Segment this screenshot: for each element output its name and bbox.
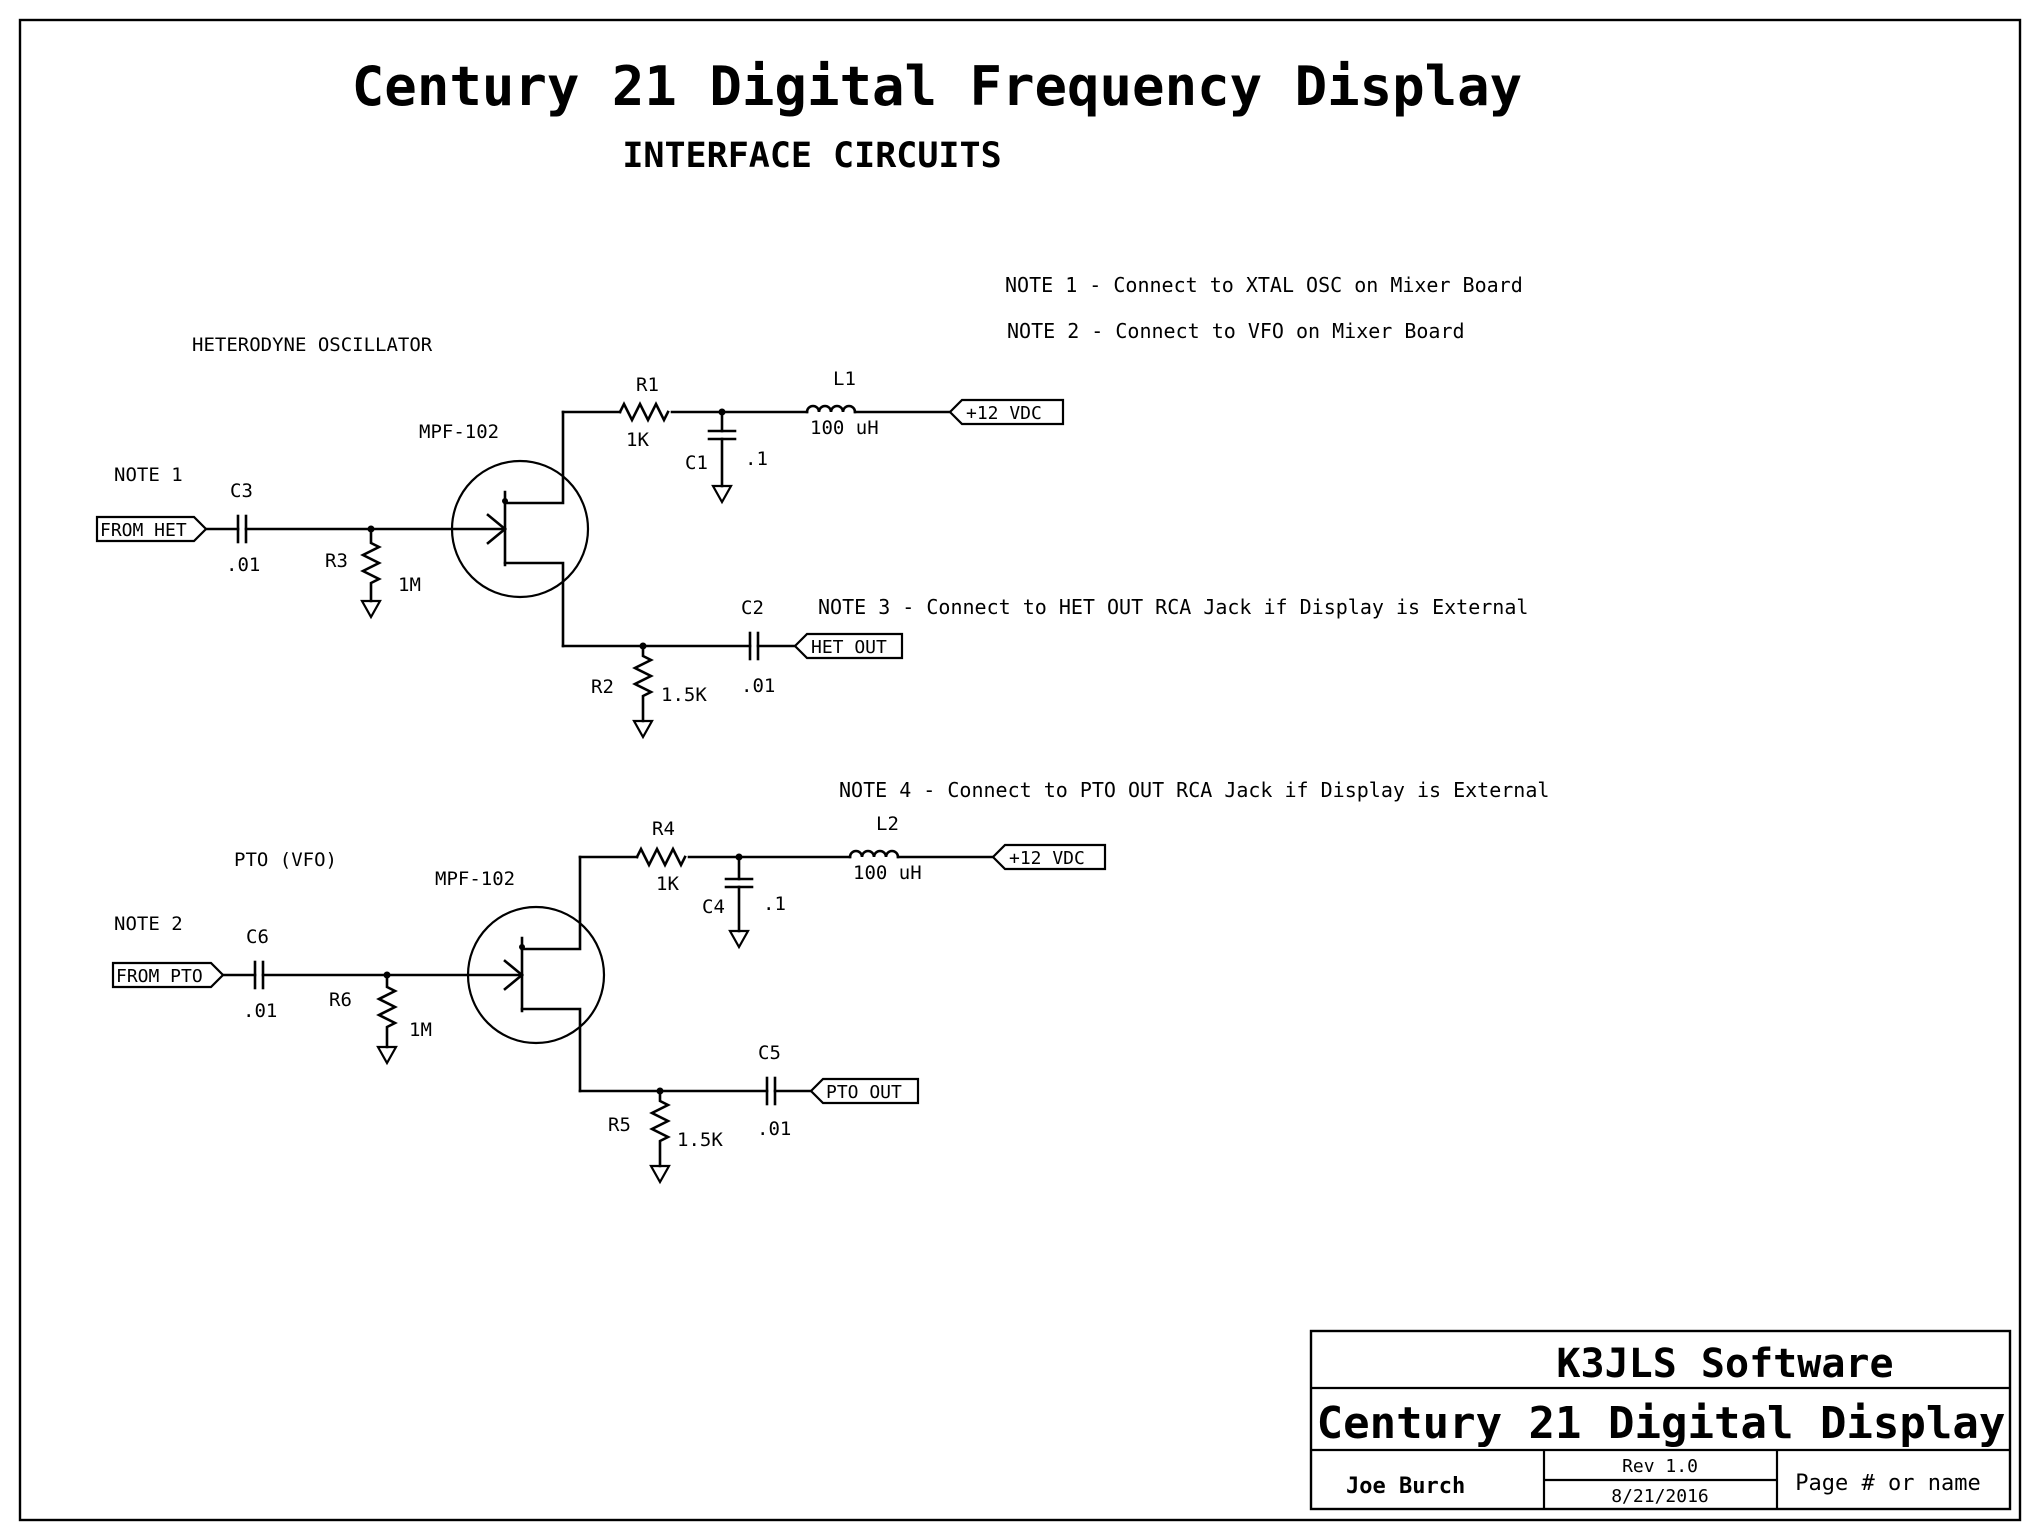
port-plus-12vdc: +12 VDC (948, 398, 1065, 426)
q2-part: MPF-102 (435, 868, 515, 890)
port-from-het: FROM HET (95, 515, 208, 543)
port-pto-out: PTO OUT (809, 1077, 920, 1105)
resistor-r2 (632, 644, 654, 723)
capacitor-c6 (253, 960, 265, 990)
port-het-out: HET OUT (793, 632, 904, 660)
circuit-het-label: HETERODYNE OSCILLATOR (192, 334, 433, 356)
title-block-company: K3JLS Software (1556, 1341, 1893, 1387)
l2-ref: L2 (876, 813, 899, 835)
page-title: Century 21 Digital Frequency Display (352, 55, 1522, 118)
r2-value: 1.5K (661, 684, 707, 706)
l1-value: 100 uH (810, 417, 879, 439)
ground-symbol (360, 599, 382, 620)
ground-symbol (632, 719, 654, 740)
resistor-r3 (360, 527, 382, 603)
note-1-text: NOTE 1 - Connect to XTAL OSC on Mixer Bo… (1005, 273, 1523, 297)
c5-value: .01 (757, 1118, 791, 1140)
r6-ref: R6 (329, 989, 352, 1011)
c2-ref: C2 (741, 597, 764, 619)
l1-ref: L1 (833, 368, 856, 390)
resistor-r6 (376, 973, 398, 1049)
circuit-pto-note: NOTE 2 (114, 913, 183, 935)
jfet-mpf102-q2 (466, 855, 606, 1093)
resistor-r1 (618, 401, 670, 423)
title-block: K3JLS Software Century 21 Digital Displa… (1309, 1329, 2012, 1511)
ground-symbol (649, 1164, 671, 1185)
heterodyne-oscillator-circuit: HETERODYNE OSCILLATOR NOTE 1 FROM HET C3… (95, 334, 1065, 740)
circuit-het-note: NOTE 1 (114, 464, 183, 486)
jfet-mpf102-q1 (450, 410, 590, 648)
c3-value: .01 (226, 554, 260, 576)
title-block-date: 8/21/2016 (1611, 1486, 1709, 1507)
title-block-project: Century 21 Digital Display (1317, 1398, 2006, 1449)
r3-value: 1M (398, 574, 421, 596)
r4-value: 1K (656, 873, 679, 895)
r2-ref: R2 (591, 676, 614, 698)
c2-value: .01 (741, 675, 775, 697)
inductor-l1 (805, 404, 857, 414)
port-from-het-label: FROM HET (100, 520, 187, 541)
c4-ref: C4 (702, 896, 725, 918)
port-pto-out-label: PTO OUT (826, 1082, 902, 1103)
r4-ref: R4 (652, 818, 675, 840)
title-block-author: Joe Burch (1346, 1474, 1465, 1499)
title-block-rev: Rev 1.0 (1622, 1456, 1698, 1477)
port-supply-label: +12 VDC (1009, 848, 1085, 869)
ground-symbol (376, 1045, 398, 1066)
r1-ref: R1 (636, 374, 659, 396)
capacitor-c4 (724, 855, 754, 950)
circuit-pto-label: PTO (VFO) (234, 849, 337, 871)
r6-value: 1M (409, 1019, 432, 1041)
r5-ref: R5 (608, 1114, 631, 1136)
capacitor-c3 (236, 514, 248, 544)
sheet-border (18, 18, 2022, 1522)
r5-value: 1.5K (677, 1129, 723, 1151)
resistor-r4 (635, 846, 687, 868)
port-from-pto: FROM PTO (111, 961, 225, 989)
c3-ref: C3 (230, 480, 253, 502)
c4-value: .1 (763, 893, 786, 915)
port-from-pto-label: FROM PTO (116, 966, 203, 987)
l2-value: 100 uH (853, 862, 922, 884)
resistor-r5 (649, 1089, 671, 1168)
page-subtitle: INTERFACE CIRCUITS (622, 136, 1001, 176)
port-het-out-label: HET OUT (811, 637, 887, 658)
note-4-text: NOTE 4 - Connect to PTO OUT RCA Jack if … (839, 778, 1549, 802)
r3-ref: R3 (325, 550, 348, 572)
c6-value: .01 (243, 1000, 277, 1022)
r1-value: 1K (626, 429, 649, 451)
c1-ref: C1 (685, 452, 708, 474)
c5-ref: C5 (758, 1042, 781, 1064)
title-block-page: Page # or name (1795, 1471, 1980, 1496)
c1-value: .1 (745, 448, 768, 470)
inductor-l2 (848, 849, 900, 859)
note-2-text: NOTE 2 - Connect to VFO on Mixer Board (1007, 319, 1465, 343)
port-supply-label: +12 VDC (966, 403, 1042, 424)
port-plus-12vdc: +12 VDC (991, 843, 1107, 871)
q1-part: MPF-102 (419, 421, 499, 443)
c6-ref: C6 (246, 926, 269, 948)
note-3-text: NOTE 3 - Connect to HET OUT RCA Jack if … (818, 595, 1528, 619)
pto-vfo-circuit: PTO (VFO) NOTE 2 FROM PTO C6 .01 R6 1M M… (111, 813, 1107, 1185)
capacitor-c1 (707, 410, 737, 505)
